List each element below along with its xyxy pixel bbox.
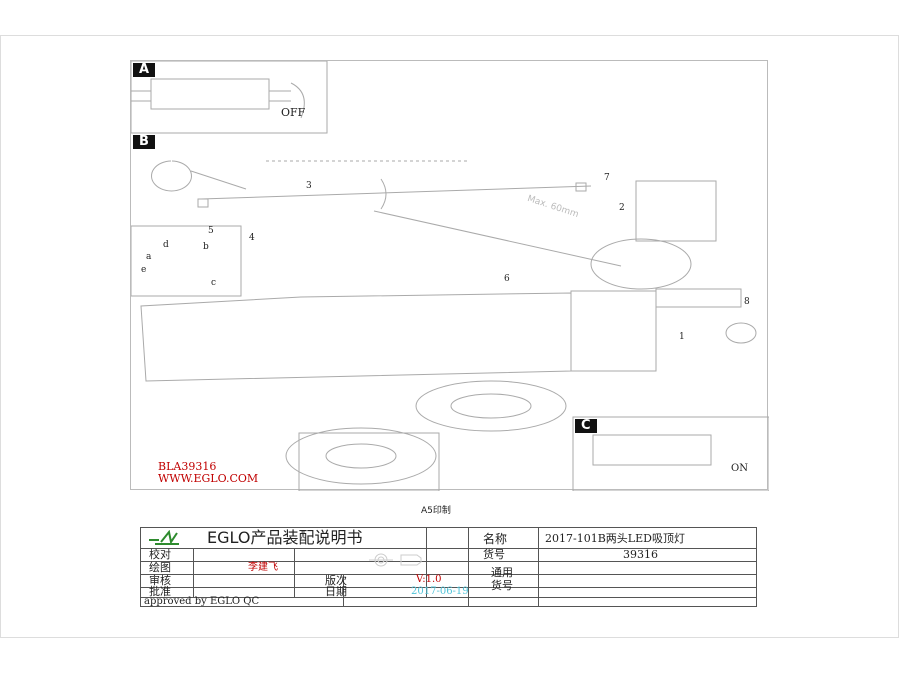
off-label: OFF — [281, 106, 306, 119]
drawer-name: 李建飞 — [248, 562, 278, 573]
panel-c-tag: C — [575, 419, 597, 433]
date-value: 2017-06-19 — [411, 586, 469, 597]
generic-label-1: 通用 — [491, 566, 513, 579]
item-label: 货号 — [483, 548, 505, 561]
review-label: 审核 — [149, 574, 171, 587]
step-6: 6 — [504, 274, 510, 284]
page-frame — [0, 35, 899, 638]
panel-a-tag: A — [133, 63, 156, 77]
on-label: ON — [731, 463, 748, 474]
date-label: 日期 — [325, 585, 347, 598]
step-5: 5 — [208, 226, 214, 236]
website: WWW.EGLO.COM — [158, 472, 259, 485]
sub-d: d — [163, 240, 169, 250]
step-2: 2 — [619, 203, 625, 213]
step-1: 1 — [679, 332, 685, 342]
step-4: 4 — [249, 233, 255, 243]
print-note: A5印制 — [421, 506, 451, 516]
panel-b-tag: B — [133, 135, 155, 149]
generic-label-2: 货号 — [491, 579, 513, 592]
check-label: 校对 — [149, 548, 171, 561]
assembly-drawing — [131, 61, 769, 491]
approved-text: approved by EGLO QC — [144, 596, 260, 607]
version-label: 版次 — [325, 574, 347, 587]
approve-label: 批准 — [149, 585, 171, 598]
logo-icon — [149, 530, 179, 545]
step-3: 3 — [306, 181, 312, 191]
title-block: EGLO产品装配说明书 校对 绘图 审核 批准 李建飞 版次 V:1.0 日期 … — [140, 527, 757, 607]
name-value: 2017-101B两头LED吸顶灯 — [545, 532, 685, 545]
sub-a: a — [146, 252, 152, 262]
step-8: 8 — [744, 297, 750, 307]
sub-e: e — [141, 265, 147, 275]
model-code: BLA39316 — [158, 460, 217, 473]
draw-label: 绘图 — [149, 561, 171, 574]
title: EGLO产品装配说明书 — [207, 528, 363, 547]
step-7: 7 — [604, 173, 610, 183]
version-value: V:1.0 — [416, 574, 442, 585]
sub-b: b — [203, 242, 209, 252]
projection-symbol-icon — [369, 553, 422, 567]
sub-c: c — [211, 278, 217, 288]
item-value: 39316 — [623, 548, 658, 561]
name-label: 名称 — [483, 532, 508, 546]
drawing-sheet: A OFF B 1 2 3 4 5 6 7 8 a b c d e Max. 6… — [130, 60, 769, 491]
